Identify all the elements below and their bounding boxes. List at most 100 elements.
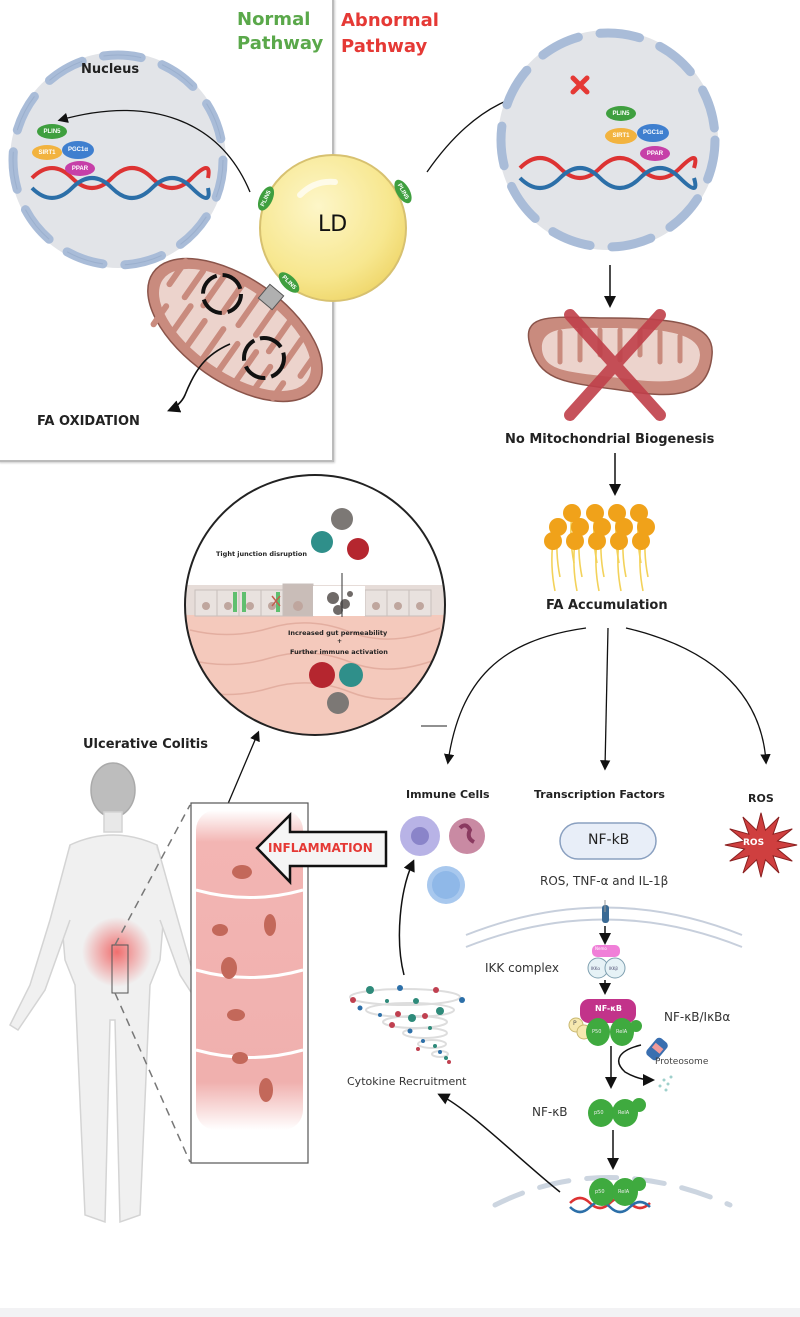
arrow-to-ros: [625, 627, 771, 765]
cytokine-dot: [389, 1022, 395, 1028]
nfkb-ikba-label: NF-κB/IκBα: [664, 1010, 731, 1024]
fa-head: [615, 518, 633, 536]
free-nfkb-icon: [588, 1098, 646, 1127]
cytokine-dot: [366, 986, 374, 994]
no-mitochondrial-biogenesis-label: No Mitochondrial Biogenesis: [505, 432, 715, 447]
abnormal-pathway-header: Abnormal Pathway: [341, 8, 439, 60]
fa-head: [588, 532, 606, 550]
cytokine-dot: [416, 1047, 420, 1051]
ikkb-label: IKKβ: [609, 966, 618, 971]
fa-head: [637, 518, 655, 536]
cytokine-dot: [350, 997, 356, 1003]
rela-label: RelA: [616, 1029, 628, 1035]
abnormal-plin5-protein: PLIN5: [606, 106, 636, 121]
abnormal-header-line1: Abnormal: [341, 10, 439, 31]
nfkb-box: [559, 822, 657, 860]
transcription-factors-label: Transcription Factors: [534, 788, 665, 801]
nemo-label: Nemo: [595, 946, 607, 951]
colon-region-box: [111, 944, 129, 994]
ros-star-label: ROS: [743, 838, 765, 848]
transporter-square: [257, 283, 285, 311]
cytokine-dot: [444, 1056, 448, 1060]
cytokine-dot: [357, 1005, 363, 1011]
stimuli-label: ROS, TNF-α and IL-1β: [540, 874, 669, 888]
gut-inset: [185, 475, 445, 735]
phospho-label: P: [573, 1020, 577, 1027]
cytokine-recruitment-label: Cytokine Recruitment: [347, 1075, 467, 1088]
normal-dna: [30, 166, 211, 200]
tight-junction-label: Tight junction disruption: [216, 550, 308, 558]
normal-plin5-protein: PLIN5: [37, 124, 67, 139]
arrow-dna-to-cytokine: [437, 1093, 561, 1193]
degraded-fragments-icon: [658, 1075, 673, 1092]
cytokine-dot: [408, 1014, 416, 1022]
fa-head: [632, 532, 650, 550]
p50-dna-label: p50: [595, 1189, 605, 1195]
fa-head: [608, 504, 626, 522]
abnormal-sirt1-protein: SIRT1: [605, 128, 637, 144]
proteosome-label: Proteosome: [655, 1057, 709, 1067]
cytokine-dot: [438, 1050, 442, 1054]
p50-free-label: p50: [594, 1110, 604, 1116]
ikk-complex-label: IKK complex: [485, 961, 559, 975]
cytokine-dot: [421, 1039, 425, 1043]
cytokine-dot: [378, 1013, 382, 1017]
arrow-fa-oxidation: [167, 343, 231, 413]
ros-star-shape: [724, 812, 798, 878]
cytokine-dot: [436, 1007, 444, 1015]
normal-sirt1-protein: SIRT1: [32, 145, 62, 160]
fa-accumulation-label: FA Accumulation: [546, 598, 668, 613]
immune-cells-label: Immune Cells: [406, 788, 490, 801]
arrow-cytokine-to-immune: [398, 859, 415, 976]
inflammation-glow: [82, 917, 152, 987]
proteosome-icon: [646, 1037, 668, 1061]
ros-star-icon: [724, 812, 798, 878]
cytokine-dot: [459, 997, 465, 1003]
ld-label: LD: [318, 212, 348, 237]
cytokine-dot: [385, 999, 389, 1003]
immune-activation-label: Further immune activation: [290, 648, 388, 656]
cycle-icon-2: [242, 336, 286, 380]
cytokine-dot: [413, 998, 419, 1004]
inflammation-label: INFLAMMATION: [268, 841, 373, 855]
fa-head: [586, 504, 604, 522]
cytokine-dot: [407, 1028, 413, 1034]
ulcerative-colitis-label: Ulcerative Colitis: [83, 737, 208, 752]
abnormal-header-line2: Pathway: [341, 36, 428, 57]
arrow-to-transcription-factors: [599, 627, 611, 771]
rela-free-label: RelA: [618, 1110, 630, 1116]
ikka-label: IKKα: [591, 966, 601, 971]
fa-head: [549, 518, 567, 536]
fa-head: [593, 518, 611, 536]
ros-label: ROS: [748, 792, 774, 805]
bottom-edge: [0, 1308, 800, 1317]
p50-label: P50: [592, 1029, 602, 1035]
cytokine-dot: [428, 1026, 432, 1030]
fa-head: [563, 504, 581, 522]
abnormal-pgc1a-protein: PGC1α: [637, 124, 669, 142]
fa-head: [566, 532, 584, 550]
nucleus-label: Nucleus: [81, 62, 140, 77]
crossed-mitochondrion: [527, 309, 713, 421]
normal-ppar-protein: PPAR: [65, 161, 95, 176]
normal-pathway-header: Normal Pathway: [237, 8, 323, 56]
nfkb-complex-label: NF-κB: [595, 1004, 623, 1013]
cytokine-dot: [433, 1044, 437, 1048]
permeability-label: Increased gut permeability: [288, 629, 388, 637]
nfkb-ikba-complex-icon: [568, 999, 642, 1046]
cytokine-dot: [397, 985, 403, 991]
fa-oxidation-label: FA OXIDATION: [37, 414, 140, 429]
cell-membrane: [465, 905, 743, 948]
fa-head: [610, 532, 628, 550]
fa-head: [571, 518, 589, 536]
abnormal-ppar-protein: PPAR: [640, 146, 670, 161]
arrow-to-immune-cells: [443, 627, 587, 765]
normal-pgc1a-protein: PGC1α: [62, 141, 94, 159]
inflammation-arrow: [255, 811, 388, 886]
blocked-x-icon: [570, 75, 590, 95]
colon-zoom-box: [190, 802, 309, 1164]
cytokine-dot: [395, 1011, 401, 1017]
ikk-complex-icon: [587, 945, 626, 979]
lipid-droplet: [259, 154, 407, 302]
cytokine-tornado-icon: [349, 985, 465, 1064]
